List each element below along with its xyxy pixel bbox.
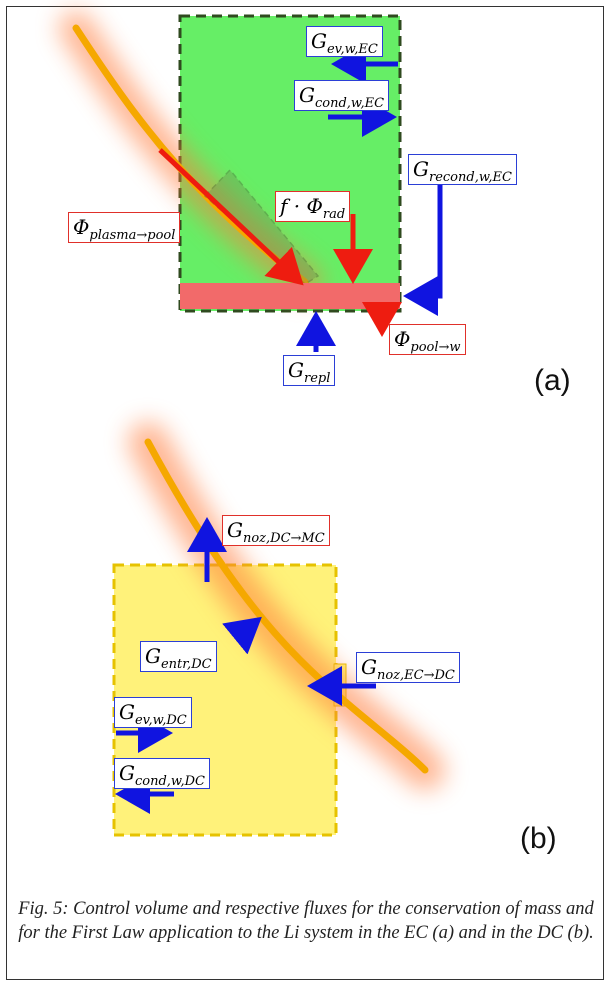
panel-b-tag: (b) bbox=[520, 822, 557, 855]
arrow-g-entr-dc bbox=[222, 616, 262, 655]
label-phi-pool-w: Φpool→w bbox=[389, 324, 466, 355]
label-g-entr-dc: Gentr,DC bbox=[140, 641, 217, 672]
label-g-ev-w-dc: Gev,w,DC bbox=[114, 697, 192, 728]
figure-frame bbox=[6, 6, 604, 980]
label-g-ev-w-ec: Gev,w,EC bbox=[306, 26, 383, 57]
arrow-g-recond-w-ec bbox=[403, 185, 443, 316]
label-g-noz-dc-mc: Gnoz,DC→MC bbox=[222, 515, 330, 546]
label-g-noz-ec-dc: Gnoz,EC→DC bbox=[356, 652, 460, 683]
label-g-repl: Grepl bbox=[283, 355, 336, 386]
panel-a-tag: (a) bbox=[534, 364, 571, 397]
label-phi-plasma-pool: Φplasma→pool bbox=[68, 212, 181, 243]
label-g-recond-w-ec: Grecond,w,EC bbox=[408, 154, 517, 185]
label-f-phi-rad: f · Φrad bbox=[275, 191, 351, 222]
lithium-pool bbox=[180, 283, 400, 309]
arrow-phi-plasma-pool bbox=[158, 148, 304, 286]
figure-caption: Fig. 5: Control volume and respective fl… bbox=[18, 899, 594, 943]
label-g-cond-w-dc: Gcond,w,DC bbox=[114, 758, 211, 789]
plasma-beam-b bbox=[128, 422, 445, 790]
label-g-cond-w-ec: Gcond,w,EC bbox=[294, 80, 390, 111]
